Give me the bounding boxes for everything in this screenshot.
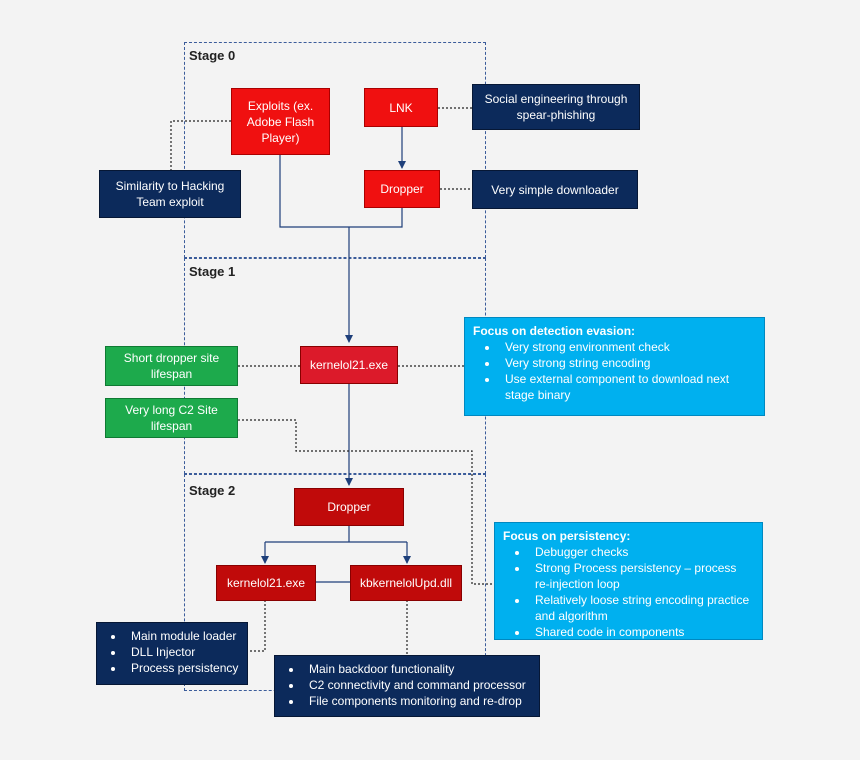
dot-kernelol2-loader (248, 600, 266, 652)
stage-2-label: Stage 2 (189, 483, 236, 498)
persistency-item: Strong Process persistency – process re-… (529, 560, 754, 592)
loader-list: Main module loader DLL Injector Process … (105, 628, 239, 676)
dot-exploits-similarity (170, 120, 231, 170)
backdoor-item: Main backdoor functionality (303, 661, 531, 677)
detection-evasion-list: Very strong environment check Very stron… (473, 339, 756, 403)
similarity-note: Similarity to Hacking Team exploit (99, 170, 241, 218)
kernelol-stage2-node: kernelol21.exe (216, 565, 316, 601)
persistency-list: Debugger checks Strong Process persisten… (503, 544, 754, 640)
edge-dropper-merge (349, 208, 403, 228)
detection-evasion-box: Focus on detection evasion: Very strong … (464, 317, 765, 416)
lnk-node: LNK (364, 88, 438, 127)
short-dropper-note: Short dropper site lifespan (105, 346, 238, 386)
dropper-stage0-node: Dropper (364, 170, 440, 208)
loader-item: DLL Injector (125, 644, 239, 660)
loader-list-box: Main module loader DLL Injector Process … (96, 622, 248, 685)
kbkernelol-node: kbkernelolUpd.dll (350, 565, 462, 601)
backdoor-item: File components monitoring and re-drop (303, 693, 531, 709)
evasion-item: Very strong string encoding (499, 355, 756, 371)
stage-0-label: Stage 0 (189, 48, 236, 63)
persistency-title: Focus on persistency: (503, 529, 631, 543)
kernelol-stage1-node: kernelol21.exe (300, 346, 398, 384)
loader-item: Main module loader (125, 628, 239, 644)
dot-c2-long (238, 419, 494, 585)
loader-item: Process persistency (125, 660, 239, 676)
exploits-node: Exploits (ex. Adobe Flash Player) (231, 88, 330, 155)
backdoor-item: C2 connectivity and command processor (303, 677, 531, 693)
persistency-item: Shared code in components (529, 624, 754, 640)
stage-1-label: Stage 1 (189, 264, 236, 279)
long-c2-note: Very long C2 Site lifespan (105, 398, 238, 438)
persistency-item: Relatively loose string encoding practic… (529, 592, 754, 624)
persistency-box: Focus on persistency: Debugger checks St… (494, 522, 763, 640)
backdoor-list: Main backdoor functionality C2 connectiv… (283, 661, 531, 709)
downloader-note: Very simple downloader (472, 170, 638, 209)
evasion-item: Use external component to download next … (499, 371, 756, 403)
evasion-item: Very strong environment check (499, 339, 756, 355)
stage-0-frame (184, 42, 486, 258)
dropper-stage2-node: Dropper (294, 488, 404, 526)
edge-exploits-merge (279, 155, 349, 228)
persistency-item: Debugger checks (529, 544, 754, 560)
detection-evasion-title: Focus on detection evasion: (473, 324, 636, 338)
backdoor-list-box: Main backdoor functionality C2 connectiv… (274, 655, 540, 717)
social-engineering-note: Social engineering through spear-phishin… (472, 84, 640, 130)
